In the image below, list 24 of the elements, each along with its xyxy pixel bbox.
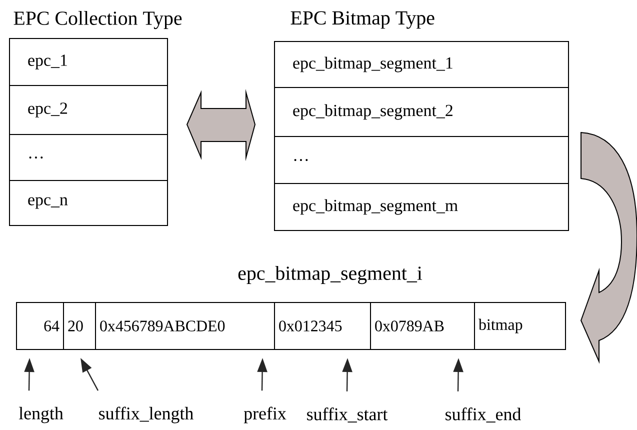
- field-label: suffix_end: [446, 408, 521, 422]
- field-label: length: [18, 406, 64, 424]
- table-heading: EPC Collection Type: [14, 10, 182, 30]
- curved-block-arrow: [580, 132, 637, 362]
- table-cell: 64: [16, 302, 64, 350]
- double-block-arrow: [186, 88, 256, 162]
- table-heading: epc_bitmap_segment_i: [238, 266, 422, 284]
- table-cell: epc_bitmap_segment_2: [274, 87, 569, 137]
- field-label: prefix: [244, 406, 286, 424]
- table-cell: …: [274, 136, 569, 184]
- field-label: suffix_length: [99, 406, 194, 424]
- table-cell: bitmap: [474, 302, 566, 350]
- table-cell: 0x0789AB: [370, 302, 475, 350]
- table-heading: EPC Bitmap Type: [290, 11, 434, 29]
- table-cell: 20: [63, 302, 96, 350]
- table-cell: epc_2: [9, 85, 168, 135]
- table-cell: epc_bitmap_segment_1: [274, 41, 569, 88]
- table-cell: epc_n: [9, 180, 168, 226]
- table-cell: 0x456789ABCDE0: [95, 302, 275, 350]
- field-label: suffix_start: [307, 408, 388, 422]
- table-cell: …: [9, 134, 168, 181]
- table-cell: epc_bitmap_segment_m: [274, 183, 569, 231]
- table-cell: 0x012345: [274, 302, 371, 350]
- table-cell: epc_1: [9, 38, 168, 86]
